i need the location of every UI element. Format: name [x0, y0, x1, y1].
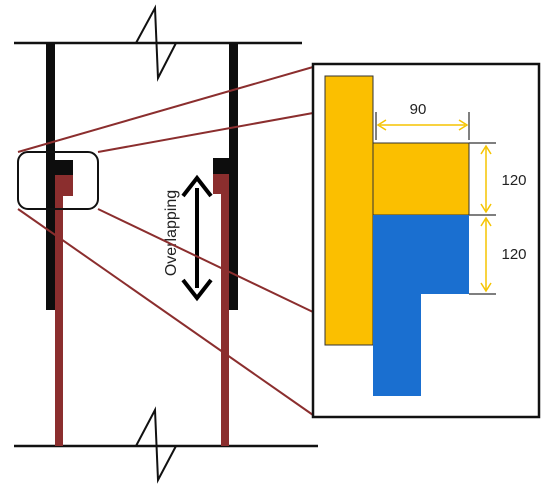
- dimension-lower-height-label: 120: [501, 246, 526, 263]
- bottom-floor-line: [14, 406, 318, 484]
- dimension-upper-height-label: 120: [501, 172, 526, 189]
- callout-highlight-box: [17, 151, 99, 210]
- overlapping-label: Overlapping: [163, 190, 180, 276]
- left-red-bar: [55, 196, 63, 446]
- dimension-upper-height: [480, 144, 492, 214]
- overlapping-double-headed-arrow-icon: [181, 174, 213, 302]
- bottom-break-line-icon: [135, 406, 177, 484]
- dimension-ticks: [469, 142, 496, 295]
- yellow-horizontal-block: [372, 142, 470, 216]
- top-floor-line: [14, 4, 302, 82]
- right-red-bar: [221, 194, 229, 446]
- left-steel-cap: [55, 160, 73, 175]
- right-red-bar-head: [213, 174, 229, 194]
- left-red-bar-head: [55, 175, 73, 196]
- yellow-vertical-block: [324, 75, 374, 346]
- left-steel-column: [46, 43, 55, 310]
- dimension-lower-height: [480, 216, 492, 293]
- top-break-line-icon: [135, 4, 177, 82]
- callout-leader-lines: [17, 66, 314, 416]
- right-steel-column: [229, 43, 238, 310]
- blue-l-block: [373, 215, 469, 396]
- right-steel-cap: [213, 158, 229, 174]
- dimension-width: [375, 112, 470, 140]
- dimension-width-label: 90: [410, 101, 427, 118]
